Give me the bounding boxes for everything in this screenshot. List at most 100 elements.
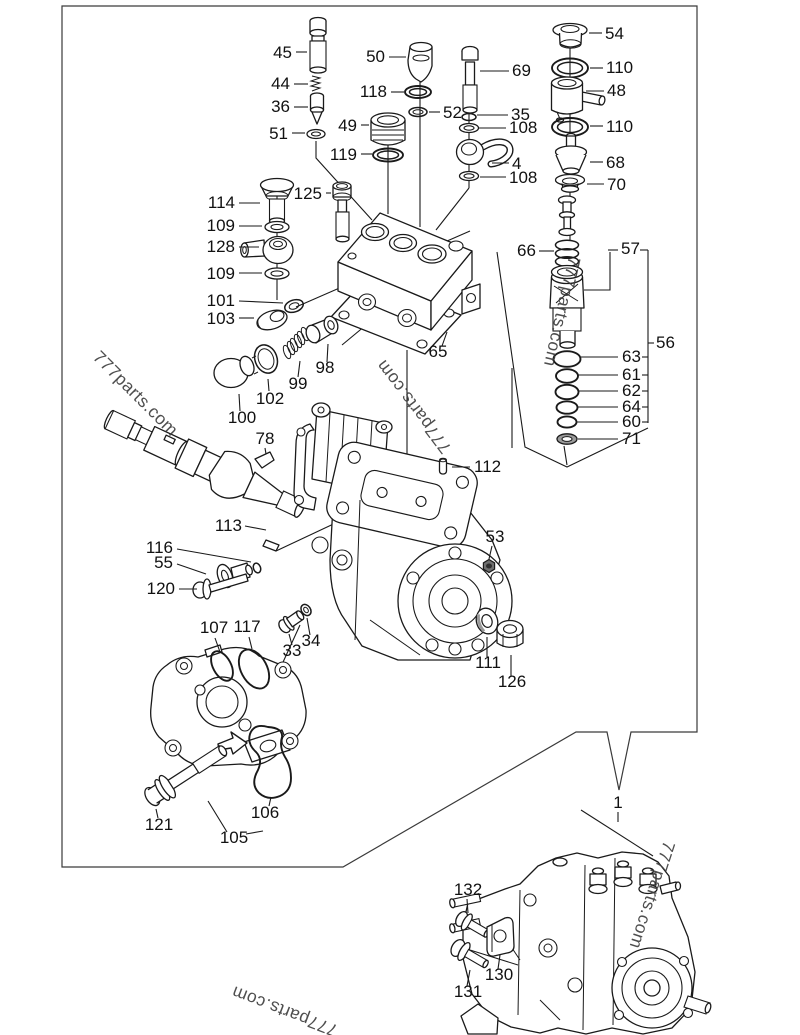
part-62-o-ring bbox=[554, 383, 580, 401]
part-98-tappet bbox=[305, 315, 339, 344]
part-label-114: 114 bbox=[208, 193, 235, 212]
part-label-50: 50 bbox=[366, 47, 385, 66]
leader-line-102 bbox=[267, 378, 270, 392]
leader-line-105 bbox=[207, 800, 228, 833]
part-114-bolt bbox=[259, 177, 295, 225]
assembly-lines bbox=[267, 48, 654, 957]
part-33-screw bbox=[278, 610, 305, 634]
part-camshaft bbox=[103, 409, 306, 518]
part-109-washer-upper bbox=[264, 220, 290, 234]
part-label-71: 71 bbox=[622, 429, 641, 448]
leader-line-131 bbox=[466, 969, 471, 987]
part-121-bolt bbox=[144, 744, 228, 807]
part-60-o-ring bbox=[556, 415, 578, 429]
leader-line-55 bbox=[176, 563, 207, 575]
part-label-51: 51 bbox=[269, 124, 288, 143]
part-103-plug bbox=[256, 309, 288, 331]
part-35-o-ring bbox=[461, 112, 477, 122]
part-label-117: 117 bbox=[233, 617, 260, 636]
part-label-33: 33 bbox=[283, 641, 302, 660]
leader-line-105 bbox=[245, 830, 264, 835]
part-69-stud bbox=[461, 45, 479, 114]
part-label-106: 106 bbox=[251, 803, 279, 822]
part-label-102: 102 bbox=[256, 389, 284, 408]
part-label-105: 105 bbox=[220, 828, 248, 847]
part-label-111: 111 bbox=[475, 653, 501, 672]
leader-line-132 bbox=[466, 898, 469, 914]
part-68-overflow-valve bbox=[554, 132, 588, 175]
part-label-109: 109 bbox=[207, 216, 235, 235]
part-label-56: 56 bbox=[656, 333, 675, 352]
part-100-plug bbox=[213, 355, 259, 389]
leader-line-116 bbox=[176, 548, 252, 563]
watermark-text: 777parts.com bbox=[229, 982, 341, 1035]
part-label-116: 116 bbox=[146, 538, 173, 557]
part-50-valve bbox=[407, 41, 433, 83]
leader-line-113 bbox=[244, 525, 267, 531]
part-78-woodruff-key bbox=[254, 451, 275, 469]
part-53-nut bbox=[482, 558, 496, 574]
part-109-washer-lower bbox=[264, 267, 290, 280]
part-feed-pump bbox=[150, 644, 307, 767]
part-111-washer bbox=[475, 607, 499, 635]
part-label-118: 118 bbox=[360, 82, 387, 101]
part-label-66: 66 bbox=[517, 241, 536, 260]
part-label-54: 54 bbox=[605, 24, 624, 43]
part-label-1: 1 bbox=[613, 793, 622, 812]
label-layer: 4544365150118491195269351084108541104811… bbox=[145, 24, 675, 1001]
leader-line-101 bbox=[238, 300, 284, 304]
part-label-107: 107 bbox=[200, 618, 228, 637]
part-label-57: 57 bbox=[621, 239, 640, 258]
part-label-120: 120 bbox=[147, 579, 175, 598]
part-45-pipe-joint-bolt bbox=[309, 16, 327, 74]
part-label-48: 48 bbox=[607, 81, 626, 100]
part-107-o-ring bbox=[210, 650, 234, 682]
part-label-101: 101 bbox=[207, 291, 235, 310]
part-label-130: 130 bbox=[485, 965, 513, 984]
part-106-gasket bbox=[248, 724, 292, 799]
part-label-113: 113 bbox=[215, 516, 242, 535]
part-label-61: 61 bbox=[622, 365, 641, 384]
leader-line-117 bbox=[248, 636, 253, 650]
diagram-border bbox=[61, 5, 698, 868]
part-70-spring-seat bbox=[554, 173, 586, 193]
leader-line-106 bbox=[268, 796, 272, 807]
part-71-washer bbox=[556, 433, 578, 445]
part-label-52: 52 bbox=[443, 103, 462, 122]
part-label-100: 100 bbox=[228, 408, 256, 427]
pump-top-fittings bbox=[552, 857, 682, 895]
leader-line-78 bbox=[264, 447, 267, 455]
part-label-103: 103 bbox=[207, 309, 235, 328]
part-label-55: 55 bbox=[154, 553, 173, 572]
part-118-o-ring bbox=[404, 85, 432, 99]
part-101-o-ring bbox=[284, 298, 304, 314]
part-48-overflow-fitting bbox=[550, 76, 606, 123]
part-131-bolt bbox=[450, 938, 489, 969]
part-label-70: 70 bbox=[607, 175, 626, 194]
part-label-49: 49 bbox=[338, 116, 357, 135]
part-108-washer-upper bbox=[458, 122, 480, 134]
part-label-65: 65 bbox=[429, 342, 448, 361]
part-113-key bbox=[262, 539, 280, 552]
part-120-bolt bbox=[192, 573, 249, 600]
part-1-pump-assembly bbox=[449, 851, 712, 1035]
leader-line-53 bbox=[488, 545, 493, 560]
leader-line-34 bbox=[306, 617, 311, 636]
part-57-plunger-top bbox=[557, 195, 577, 237]
part-51-washer bbox=[306, 128, 326, 140]
part-36-delivery-valve bbox=[309, 92, 325, 125]
part-label-131: 131 bbox=[454, 982, 482, 1001]
part-label-34: 34 bbox=[302, 631, 321, 650]
part-label-128: 128 bbox=[207, 237, 235, 256]
part-label-78: 78 bbox=[256, 429, 275, 448]
part-66-rings bbox=[554, 239, 580, 268]
part-label-63: 63 bbox=[622, 347, 641, 366]
part-label-110: 110 bbox=[606, 58, 633, 77]
leader-line-107 bbox=[214, 637, 221, 653]
part-49-plug bbox=[370, 112, 406, 146]
part-label-125: 125 bbox=[294, 184, 322, 203]
part-117-o-ring bbox=[237, 648, 271, 690]
part-label-112: 112 bbox=[474, 457, 501, 476]
leader-line-130 bbox=[497, 954, 501, 970]
